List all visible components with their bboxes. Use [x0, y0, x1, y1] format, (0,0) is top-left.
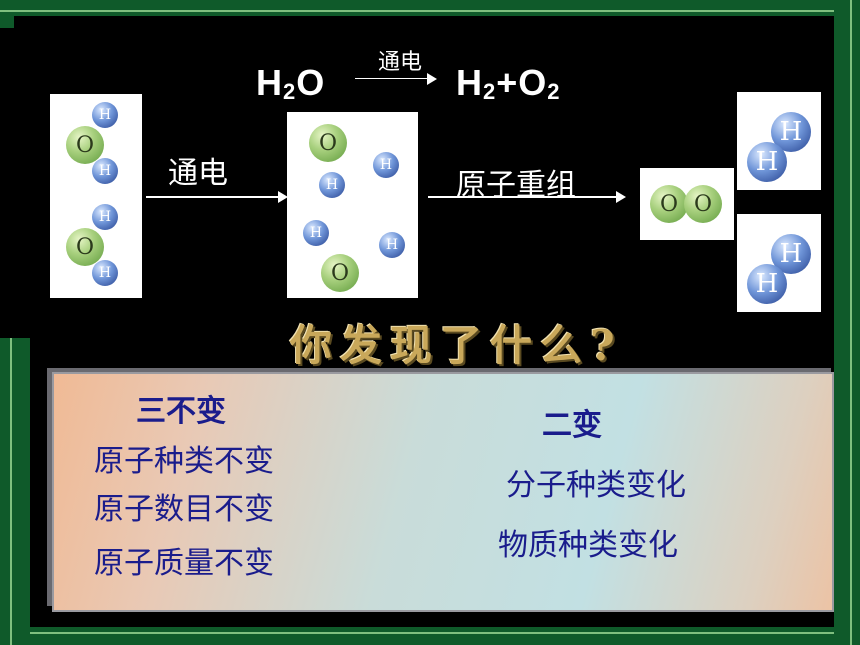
unchanged-item: 原子质量不变 — [94, 546, 274, 581]
summary-box — [52, 372, 834, 612]
changed-item: 分子种类变化 — [506, 468, 686, 503]
equation-product: H2+O2 — [456, 62, 561, 104]
hydrogen-atom: H — [379, 232, 405, 258]
hydrogen-molecule-panel-1: H H — [737, 92, 821, 190]
hydrogen-atom: H — [92, 158, 118, 184]
frame-left-line — [10, 338, 12, 645]
hydrogen-atom: H — [747, 142, 787, 182]
oxygen-atom: O — [66, 228, 104, 266]
oxygen-atom: O — [650, 185, 688, 223]
unchanged-item: 原子种类不变 — [94, 444, 274, 479]
changed-title: 二变 — [542, 408, 602, 443]
oxygen-molecule-panel: O O — [640, 168, 734, 240]
discovery-question: 你发现了什么? — [290, 321, 623, 370]
hydrogen-atom: H — [747, 264, 787, 304]
frame-bottom-line — [0, 632, 860, 634]
hydrogen-molecule-panel-2: H H — [737, 214, 821, 312]
frame-bottom — [0, 627, 860, 645]
equation-reactant: H2O — [256, 62, 326, 104]
unchanged-title: 三不变 — [136, 394, 226, 429]
hydrogen-atom: H — [373, 152, 399, 178]
electrolysis-label: 通电 — [168, 156, 228, 191]
hydrogen-atom: H — [319, 172, 345, 198]
frame-top-line — [0, 10, 860, 12]
recombination-arrow — [428, 191, 626, 203]
hydrogen-atom: H — [92, 102, 118, 128]
hydrogen-atom: H — [92, 260, 118, 286]
frame-left — [0, 338, 30, 645]
water-molecules-panel: H O H H O H — [50, 94, 142, 298]
oxygen-atom: O — [321, 254, 359, 292]
hydrogen-atom: H — [92, 204, 118, 230]
changed-item: 物质种类变化 — [498, 528, 678, 563]
equation-arrow — [355, 73, 437, 85]
frame-right — [834, 0, 860, 645]
equation-condition: 通电 — [378, 50, 423, 75]
oxygen-atom: O — [66, 126, 104, 164]
frame-right-line — [850, 0, 852, 645]
separated-atoms-panel: O H H H H O — [287, 112, 418, 298]
hydrogen-atom: H — [303, 220, 329, 246]
unchanged-item: 原子数目不变 — [94, 492, 274, 527]
electrolysis-arrow — [146, 191, 288, 203]
oxygen-atom: O — [309, 124, 347, 162]
oxygen-atom: O — [684, 185, 722, 223]
